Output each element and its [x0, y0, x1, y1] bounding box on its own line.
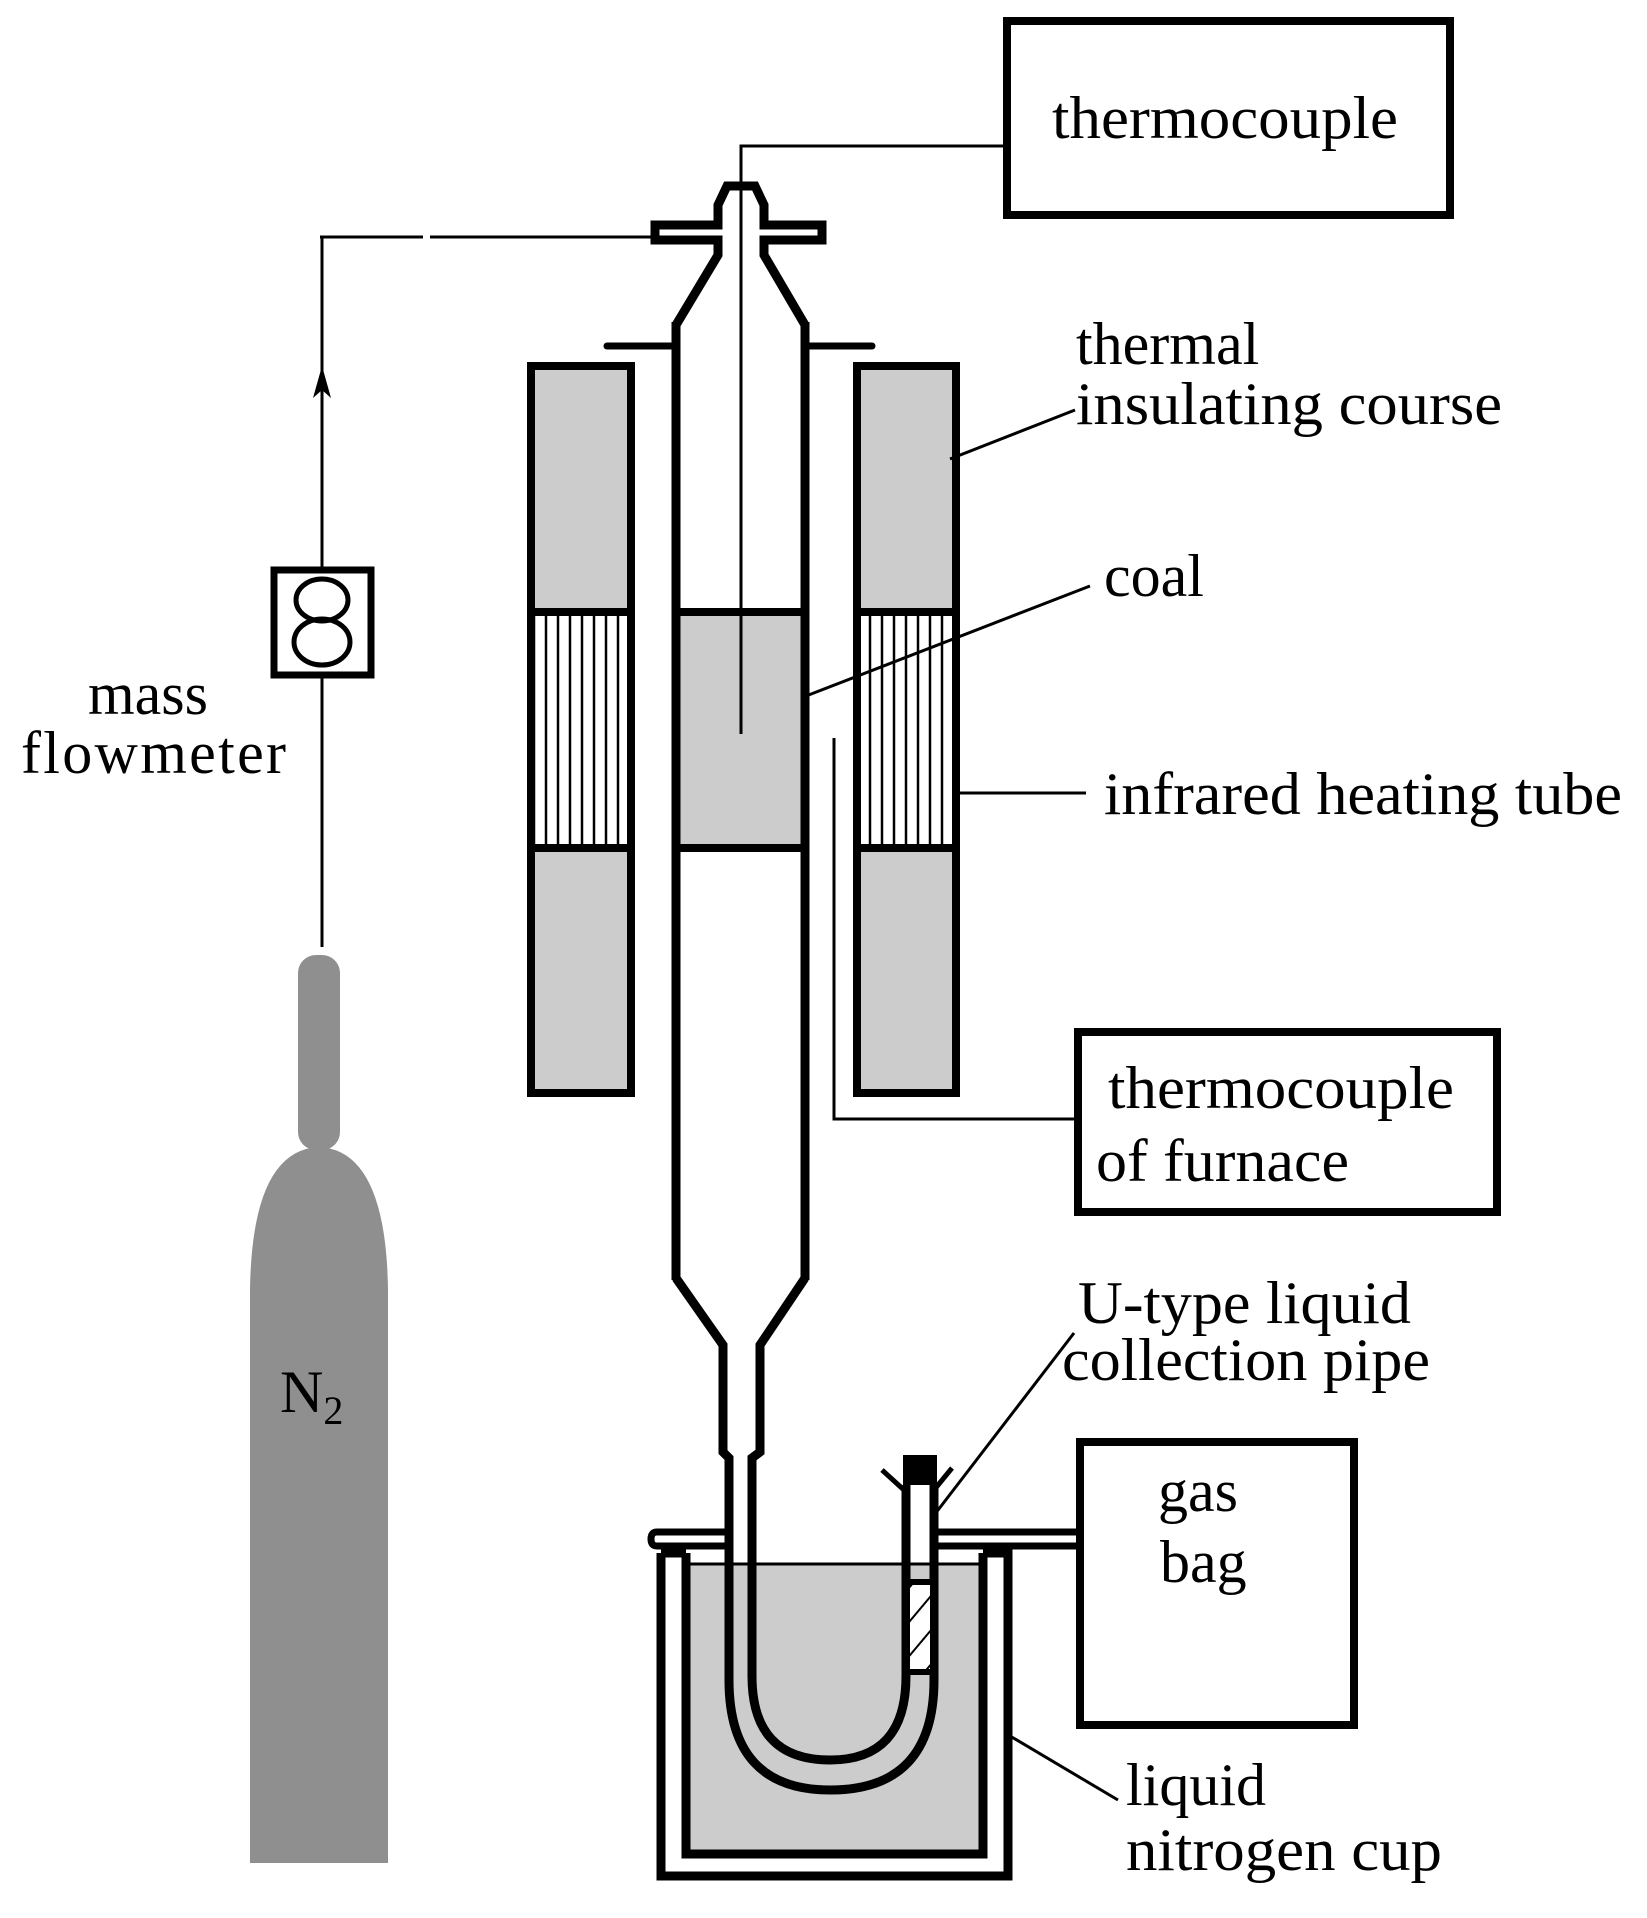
- thermal-insulating-label-line1: thermal: [1076, 311, 1259, 377]
- cup-outer-wall: [656, 1548, 1013, 1881]
- insulation-right-bottom: [853, 844, 960, 1097]
- mass-flowmeter-label-line1: mass: [88, 661, 208, 727]
- furnace-left: [527, 362, 635, 1097]
- thermocouple-unit: thermocouple: [739, 17, 1454, 734]
- n2-subscript: 2: [323, 1388, 343, 1433]
- cylinder-body: [250, 1147, 388, 1863]
- n2-label: N2: [280, 1359, 343, 1433]
- u-type-label-line1: U-type liquid: [1078, 1270, 1411, 1336]
- u-tube-hatched-packing: [910, 1584, 930, 1670]
- furnace-thermocouple-label-line1: thermocouple: [1108, 1055, 1454, 1121]
- u-tube-leader: [933, 1332, 1076, 1515]
- furnace-thermocouple-wire: [832, 738, 1079, 1121]
- u-tube-outer: [724, 1460, 939, 1795]
- cylinder-neck: [298, 955, 340, 1150]
- u-type-label-line2: collection pipe: [1062, 1327, 1430, 1393]
- furnace-thermocouple-box: [1074, 1028, 1501, 1216]
- infrared-heating-tube-label: infrared heating tube: [1104, 761, 1622, 827]
- stopper-flare-left: [880, 1468, 906, 1492]
- furnace-thermocouple-label-line2: of furnace: [1096, 1128, 1349, 1194]
- n2-cylinder: N2: [250, 955, 388, 1863]
- insulation-right-top: [853, 362, 960, 616]
- insulation-left-bottom: [527, 844, 635, 1097]
- coal-label: coal: [1104, 543, 1204, 609]
- n2-base: N: [280, 1359, 323, 1425]
- mass-flowmeter: [270, 566, 375, 679]
- gas-bag-box: [1076, 1438, 1358, 1729]
- cup-lid-and-outlet: [647, 1528, 1080, 1550]
- thermal-insulating-label-line2: insulating course: [1076, 371, 1502, 437]
- gas-bag-label-line2: bag: [1160, 1529, 1247, 1595]
- liquid-nitrogen-cup: [656, 1548, 1013, 1881]
- coal-leader: [805, 584, 1091, 698]
- u-tube-inner: [747, 1460, 911, 1765]
- insulating-course-leader: [949, 408, 1076, 461]
- gas-bag-label-line1: gas: [1158, 1458, 1238, 1524]
- thermocouple-of-furnace-unit: thermocouple of furnace: [1074, 1028, 1501, 1216]
- u-tube-stopper: [903, 1455, 937, 1485]
- heating-tube-left: [527, 608, 635, 852]
- stopper-flare-right: [932, 1466, 954, 1492]
- mass-flowmeter-label-line2: flowmeter: [21, 720, 286, 786]
- u-type-collection-pipe: [724, 1455, 954, 1795]
- liquid-nitrogen-label-line1: liquid: [1126, 1752, 1266, 1818]
- flowmeter-lower-loop: [291, 616, 353, 668]
- heating-tube-right: [853, 608, 960, 852]
- liquid-nitrogen-leader: [1009, 1734, 1119, 1802]
- flow-arrow-icon: [313, 366, 331, 398]
- gas-bag: gas bag: [1076, 1438, 1358, 1729]
- gas-supply-line: [313, 235, 655, 947]
- cup-inner-wall: [681, 1553, 988, 1859]
- gas-outlet-pipe: [934, 1528, 1080, 1550]
- liquid-nitrogen-label-line2: nitrogen cup: [1126, 1817, 1442, 1883]
- lid-plate: [647, 1528, 729, 1550]
- thermocouple-label: thermocouple: [1052, 85, 1398, 151]
- furnace-right: [853, 362, 960, 1097]
- insulation-left-top: [527, 362, 635, 616]
- thermocouple-box: [1003, 17, 1454, 219]
